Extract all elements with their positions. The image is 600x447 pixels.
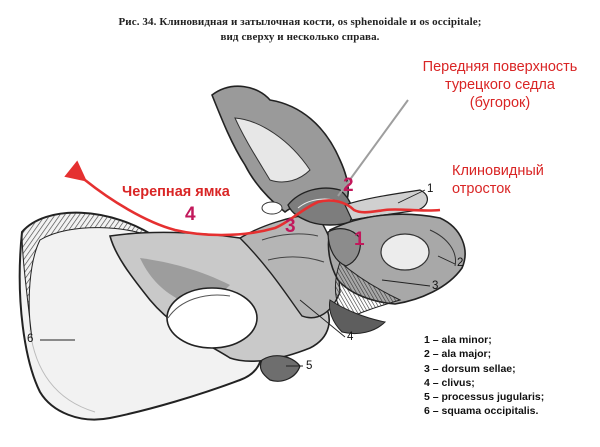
number-1: 1 [427,183,434,195]
sphenoid-body-right [327,213,466,335]
legend-item: 5 – processus jugularis; [424,391,545,404]
number-5: 5 [306,360,313,372]
legend: 1 – ala minor; 2 – ala major; 3 – dorsum… [424,333,544,419]
anterior-surface-line-2: турецкого седла [445,77,555,93]
number-6: 6 [27,333,34,345]
leader-lines [40,189,456,367]
tubercle-pointer-line [337,99,409,197]
anterior-surface-line-3: (бугорок) [469,95,531,111]
legend-item: 2 – ala major; [424,348,492,361]
cranial-fossa-label: Черепная ямка [122,184,230,200]
number-2: 2 [457,257,464,269]
anterior-surface-line-1: Передняя поверхность [422,59,578,75]
red-arrow [64,160,441,237]
figure-caption-line-2: вид сверху и несколько справа. [220,31,380,43]
legend-item: 1 – ala minor; [424,334,492,346]
legend-item: 6 – squama occipitalis. [424,405,539,418]
number-3: 3 [432,280,439,292]
figure-caption-line-1: Рис. 34. Клиновидная и затылочная кости,… [118,16,482,28]
marker-2: 2 [343,175,354,196]
marker-1: 1 [354,229,365,250]
clinoid-process-line-2: отросток [452,181,511,197]
legend-item: 4 – clivus; [424,376,475,389]
anterior-surface-label: Передняя поверхность турецкого седла (бу… [400,58,600,112]
squama-occipitalis [18,211,263,421]
sphenoid-greater-wing [211,85,350,215]
number-4: 4 [347,331,354,343]
marker-3: 3 [285,216,296,237]
clinoid-process-line-1: Клиновидный [452,163,544,179]
clinoid-process-label: Клиновидный отросток [452,162,544,198]
dorsum-sellae [327,228,361,267]
marker-4: 4 [185,204,196,225]
legend-item: 3 – dorsum sellae; [424,362,516,375]
